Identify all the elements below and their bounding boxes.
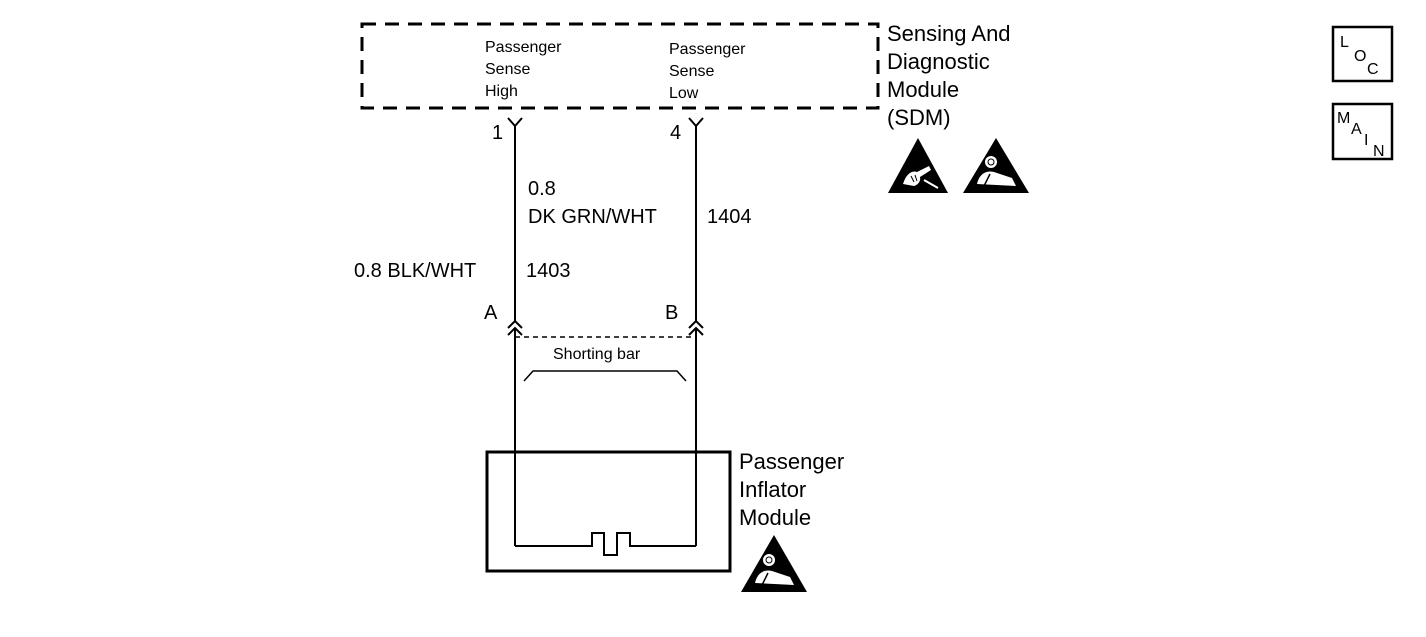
pin-low-label: Passenger Sense Low — [669, 41, 750, 102]
esd-warning-icon — [888, 138, 948, 193]
loc-button[interactable]: L O C — [1331, 25, 1394, 83]
pin-low-terminal — [688, 117, 704, 128]
wire-low-gauge: 0.8 — [528, 178, 556, 200]
pin-high-number: 1 — [492, 122, 503, 144]
wire-high-circuit: 1403 — [526, 260, 571, 282]
pin-high-label: Passenger Sense High — [485, 39, 566, 100]
sdm-module-box — [360, 22, 880, 110]
terminal-a-label: A — [484, 302, 498, 324]
airbag-warning-icon — [963, 138, 1029, 193]
terminal-b-connector — [688, 319, 704, 336]
main-letter-m: M — [1337, 110, 1350, 127]
wire-low-circuit: 1404 — [707, 206, 752, 228]
sdm-title: Sensing And Diagnostic Module (SDM) — [887, 21, 1017, 130]
shorting-bar-label: Shorting bar — [553, 346, 641, 363]
inflator-module-box — [485, 450, 732, 573]
wire-low-color: DK GRN/WHT — [528, 206, 657, 228]
loc-letter-o: O — [1354, 48, 1366, 65]
loc-letter-l: L — [1340, 34, 1349, 51]
wire-high-gauge-color: 0.8 BLK/WHT — [354, 260, 476, 282]
terminal-b-label: B — [665, 302, 678, 324]
main-letter-i: I — [1364, 132, 1368, 149]
inflator-squib — [515, 532, 696, 556]
inflator-title: Passenger Inflator Module — [739, 449, 850, 530]
loc-letter-c: C — [1367, 61, 1379, 78]
pin-low-number: 4 — [670, 122, 681, 144]
pin-high-terminal — [507, 117, 523, 128]
main-letter-a: A — [1351, 121, 1362, 138]
shorting-bar-bracket — [523, 370, 687, 382]
main-button[interactable]: M A I N — [1331, 102, 1394, 161]
airbag-warning-icon — [741, 535, 807, 592]
main-letter-n: N — [1373, 143, 1385, 160]
terminal-a-connector — [507, 319, 523, 336]
